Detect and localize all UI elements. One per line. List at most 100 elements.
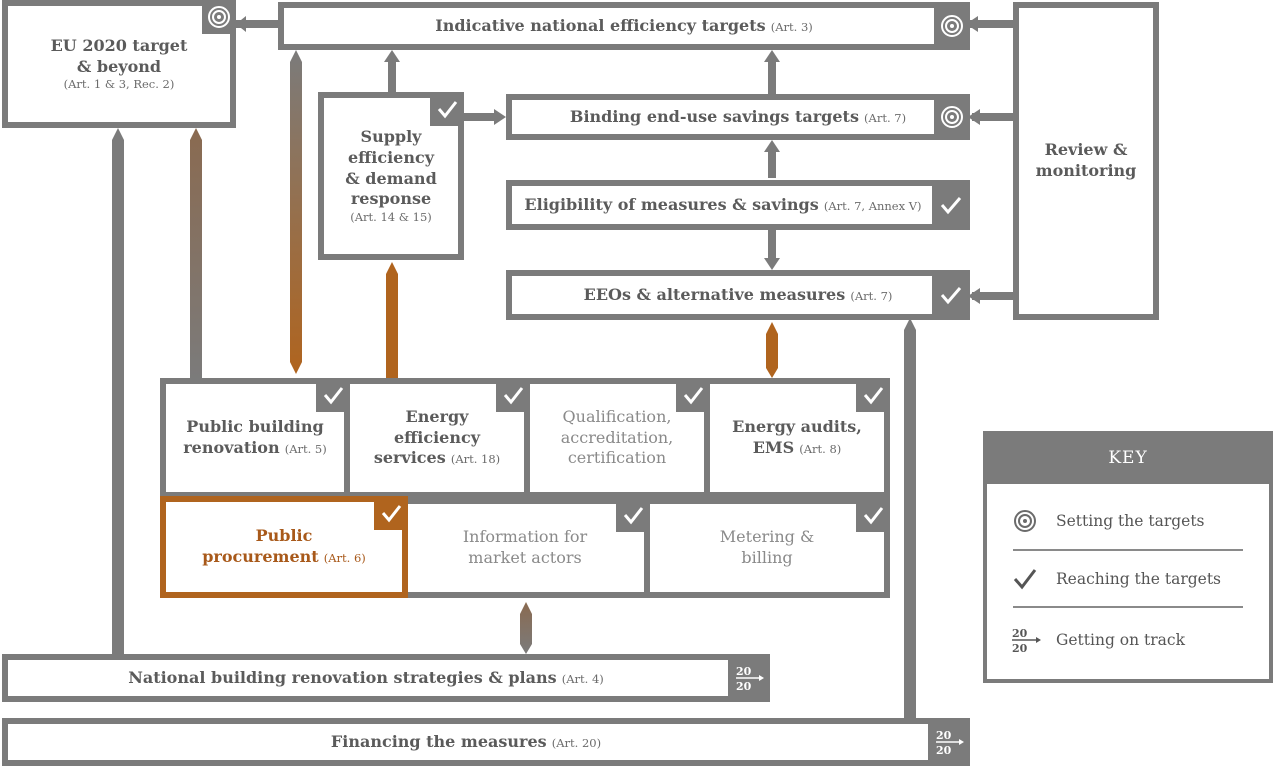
2020-badge-top: 20 [936,729,952,742]
connector-review-eeos [968,288,1014,304]
supply-efficiency-box: Supply efficiency & demand response (Art… [318,92,464,260]
review-title-line1: Review & [1044,140,1128,160]
2020-badge-bottom: 20 [736,680,752,693]
connector-review-binding [968,109,1014,125]
binding-article: (Art. 7) [864,110,907,125]
audits-article: (Art. 8) [799,442,842,456]
connector-eu-public-building [190,128,202,380]
key-2020-top: 20 [1012,627,1028,640]
check-icon [932,180,970,230]
public-building-article: (Art. 5) [284,442,327,456]
connector-review-indicative [966,16,1014,32]
target-icon [934,2,970,50]
key-label-setting: Setting the targets [1056,512,1205,530]
connector-supply-ee-services [386,262,398,380]
ee-services-line3: services [373,448,446,468]
national-title: National building renovation strategies … [128,667,557,687]
ee-services-line1: Energy [405,406,469,426]
check-icon [856,378,890,412]
check-icon [1013,569,1037,590]
public-building-line2: renovation [183,438,280,457]
review-monitoring-box: Review & monitoring [1013,2,1159,320]
metering-box: Metering & billing [644,498,890,598]
2020-badge-bottom: 20 [936,744,952,757]
supply-title-line3: & demand [345,168,437,188]
key-2020-bottom: 20 [1012,642,1028,655]
connector-eligibility-eeos [764,230,780,270]
connector-eeos-audits [766,322,778,378]
indicative-title: Indicative national efficiency targets [435,15,766,35]
eligibility-box: Eligibility of measures & savings (Art. … [506,180,970,230]
2020-icon: 2020 [1012,627,1041,655]
ee-services-box: Energy efficiency services (Art. 18) [344,378,530,498]
information-line1: Information for [462,527,588,547]
qualification-line3: certification [567,448,667,468]
binding-savings-box: Binding end-use savings targets (Art. 7) [506,94,970,140]
national-strategies-box: National building renovation strategies … [2,654,770,702]
check-icon [932,270,970,320]
public-building-box: Public building renovation (Art. 5) [160,378,350,498]
key-divider [1013,606,1243,608]
connector-financing-eeos [904,318,916,718]
audits-line2: EMS [752,438,795,457]
procurement-line2: procurement [202,547,319,566]
financing-article: (Art. 20) [551,735,602,750]
eeos-title: EEOs & alternative measures [583,284,846,304]
eu2020-title-line2: & beyond [76,56,162,76]
procurement-box: Public procurement (Art. 6) [160,496,408,598]
supply-article: (Art. 14 & 15) [350,210,432,225]
ee-services-article: (Art. 18) [450,452,501,467]
review-title-line2: monitoring [1035,161,1137,180]
metering-line1: Metering & [719,527,815,547]
financing-title: Financing the measures [330,731,547,751]
qualification-line2: accreditation, [560,427,674,447]
target-icon [202,0,236,34]
eu2020-article: (Art. 1 & 3, Rec. 2) [63,77,175,92]
eu2020-target-box: EU 2020 target & beyond (Art. 1 & 3, Rec… [2,0,236,128]
key-label-reaching: Reaching the targets [1056,570,1222,588]
information-line2: market actors [468,548,582,567]
metering-line2: billing [741,548,793,567]
connector-eligibility-binding [764,140,780,178]
eligibility-article: (Art. 7, Annex V) [823,198,922,213]
eeos-article: (Art. 7) [850,288,893,303]
supply-title-line4: response [350,189,432,209]
check-icon [430,92,464,126]
connector-information-national [520,602,532,654]
connector-supply-binding [464,109,506,125]
connector-national-eu [112,128,124,656]
target-icon [1014,510,1036,532]
ee-services-line2: efficiency [393,427,481,447]
check-icon [856,498,890,532]
eu2020-title-line1: EU 2020 target [50,35,188,55]
key-divider [1013,549,1243,551]
indicative-article: (Art. 3) [770,19,813,34]
connector-eu-indicative [236,16,278,32]
key-title: KEY [983,431,1273,484]
target-icon [934,94,970,140]
audits-box: Energy audits, EMS (Art. 8) [704,378,890,498]
procurement-line1: Public [255,526,313,546]
national-article: (Art. 4) [561,671,604,686]
qualification-box: Qualification, accreditation, certificat… [524,378,710,498]
supply-title-line1: Supply [360,126,422,146]
2020-badge-top: 20 [736,665,752,678]
indicative-targets-box: Indicative national efficiency targets (… [278,2,970,50]
connector-indicative-public-building [290,50,302,374]
procurement-article: (Art. 6) [323,551,366,565]
connector-supply-indicative [384,50,400,92]
key-label-getting: Getting on track [1056,631,1185,649]
information-box: Information for market actors [400,498,650,598]
eligibility-title: Eligibility of measures & savings [524,194,819,214]
connector-binding-indicative [764,50,780,94]
binding-title: Binding end-use savings targets [569,106,859,126]
check-icon [374,496,408,530]
qualification-line1: Qualification, [562,406,672,426]
audits-line1: Energy audits, [732,417,862,437]
supply-title-line2: efficiency [347,147,435,167]
eeos-box: EEOs & alternative measures (Art. 7) [506,270,970,320]
